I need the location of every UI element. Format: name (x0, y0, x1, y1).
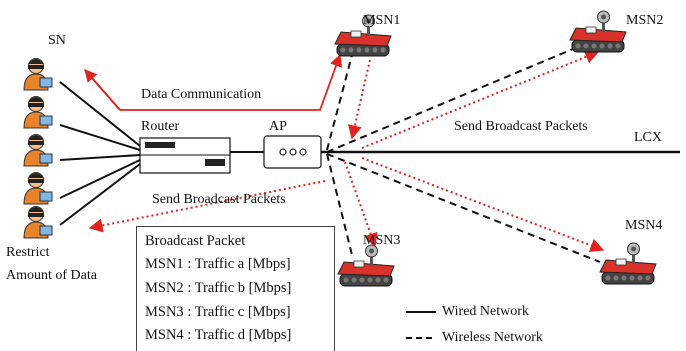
sn-label: SN (48, 33, 66, 48)
msn3-label: MSN3 (363, 233, 401, 248)
ap-icon (263, 135, 322, 169)
sn-person-1 (23, 58, 53, 91)
broadcast-arrows (88, 50, 605, 253)
msn2-robot-icon (569, 10, 627, 53)
msn1-label: MSN1 (363, 13, 401, 28)
broadcast-packet-box: Broadcast Packet MSN1 : Traffic a [Mbps]… (136, 226, 335, 351)
sn-person-3 (23, 134, 53, 167)
sn-wired-links (59, 81, 141, 226)
packet-row-msn4: MSN4 : Traffic d [Mbps] (145, 327, 292, 343)
ap-label: AP (269, 119, 287, 134)
restrict-label-line1: Restrict (6, 245, 50, 260)
data-communication-arrow-left (84, 69, 121, 111)
msn4-robot-icon (599, 242, 657, 285)
legend-wired-label: Wired Network (442, 304, 529, 319)
data-communication-label: Data Communication (141, 87, 262, 102)
router-icon (139, 137, 231, 174)
packet-row-msn1: MSN1 : Traffic a [Mbps] (145, 256, 291, 272)
msn2-label: MSN2 (626, 13, 664, 28)
router-label: Router (141, 119, 180, 134)
wireless-links (326, 43, 601, 263)
restrict-label-line2: Amount of Data (6, 268, 97, 283)
packet-row-msn2: MSN2 : Traffic b [Mbps] (145, 280, 292, 296)
sn-person-5 (23, 206, 53, 239)
broadcast-arrow-msn1 (348, 59, 371, 140)
broadcast-right-label: Send Broadcast Packets (454, 119, 588, 134)
sn-person-4 (23, 172, 53, 205)
broadcast-left-label: Send Broadcast Packets (152, 192, 286, 207)
packet-row-msn3: MSN3 : Traffic c [Mbps] (145, 304, 291, 320)
sn-person-2 (23, 96, 53, 129)
legend-wireless-label: Wireless Network (442, 330, 543, 345)
lcx-label: LCX (634, 130, 662, 145)
packet-box-title: Broadcast Packet (145, 233, 246, 249)
msn3-robot-icon (337, 244, 395, 287)
msn4-label: MSN4 (625, 218, 663, 233)
